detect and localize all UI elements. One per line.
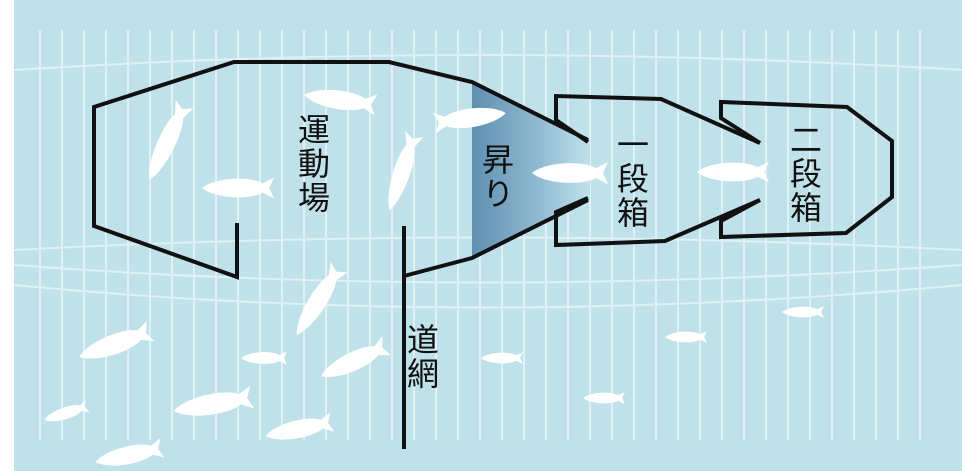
ascent-label: 昇り: [477, 143, 515, 211]
fish-icon: [316, 336, 392, 386]
fish-icon: [302, 84, 378, 116]
fish-icon: [171, 385, 255, 423]
first-box-outline: [403, 198, 589, 278]
fish-icon: [288, 261, 348, 341]
first-box-label: 一段箱: [612, 128, 650, 230]
fish-icon: [696, 161, 770, 183]
first-box-shape: [554, 93, 761, 145]
fish-icon: [140, 99, 194, 185]
fish-icon: [201, 177, 275, 199]
fish-icon: [93, 438, 165, 471]
fish-icon: [263, 412, 335, 446]
lead-net-label: 道網: [402, 323, 440, 391]
second-box-label: 二段箱: [785, 123, 823, 225]
fish-icon: [380, 131, 424, 213]
playground-label: 運動場: [293, 113, 331, 215]
fish-icon: [241, 351, 287, 365]
net-outline: [92, 60, 894, 449]
fish-icon: [42, 399, 90, 427]
first-box-bottom: [554, 196, 761, 248]
second-box-shape: [719, 99, 894, 240]
playground-outline: [92, 60, 589, 280]
fish-icon: [75, 320, 155, 368]
fish-icon: [481, 351, 523, 365]
